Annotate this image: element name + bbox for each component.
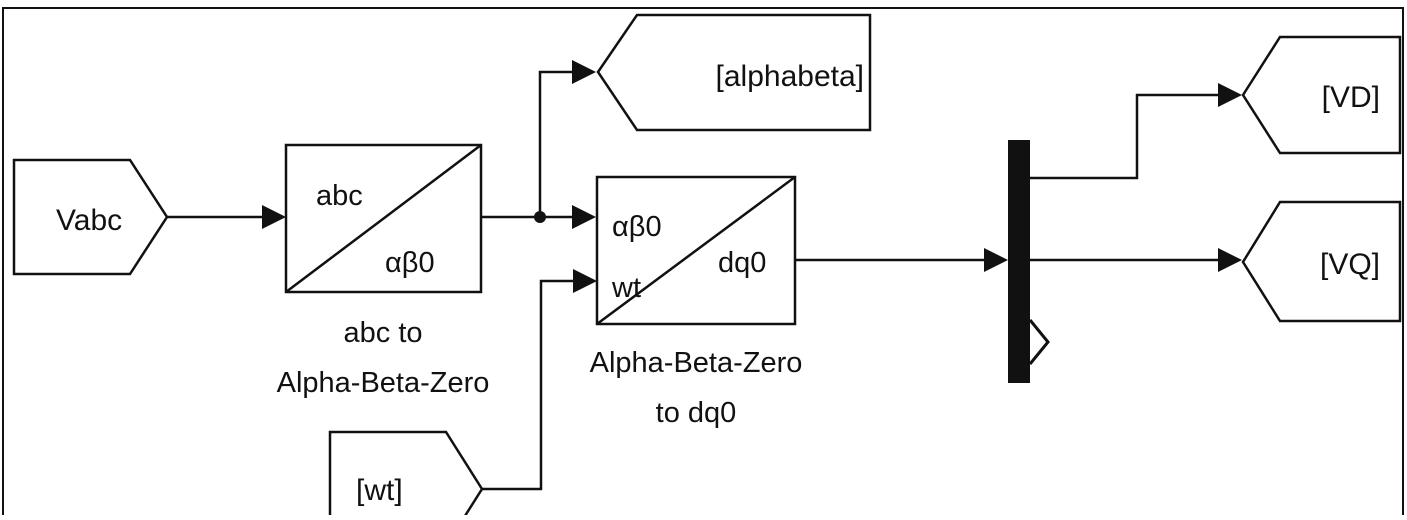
alphabeta-goto-label: [alphabeta]: [716, 60, 864, 93]
arrow-vq: [1218, 248, 1242, 272]
wt-from-block[interactable]: [wt]: [328, 430, 484, 520]
arrow-vd: [1218, 83, 1242, 107]
dq0-block-caption-line1: Alpha-Beta-Zero: [590, 347, 803, 379]
wire-vd: [1030, 93, 1218, 180]
abc-block-caption-line2: Alpha-Beta-Zero: [277, 367, 490, 399]
abc-to-alphabetazero-block[interactable]: abc αβ0: [284, 143, 483, 294]
alphabetazero-in-port-label: αβ0: [612, 211, 662, 243]
wire-alphabeta-branch: [538, 70, 572, 217]
vd-goto-block[interactable]: [VD]: [1241, 35, 1402, 155]
vq-goto-label: [VQ]: [1320, 248, 1380, 281]
wt-in-port-label: wt: [611, 272, 641, 304]
vq-goto-block[interactable]: [VQ]: [1241, 200, 1402, 323]
alphabeta-goto-block[interactable]: [alphabeta]: [596, 13, 872, 132]
vabc-label: Vabc: [56, 204, 122, 237]
wire-wt: [482, 279, 573, 491]
dq0-out-port-label: dq0: [718, 247, 766, 279]
arrow-wt: [573, 269, 597, 293]
abc-block-caption-line1: abc to: [344, 317, 423, 349]
dq0-block-caption-line2: to dq0: [656, 397, 737, 429]
arrow-alphabeta-goto: [572, 60, 596, 84]
alphabetazero-out-port-label: αβ0: [385, 247, 435, 279]
vd-goto-label: [VD]: [1322, 81, 1380, 114]
demux-block[interactable]: [1008, 140, 1050, 383]
abc-in-port-label: abc: [316, 180, 363, 212]
arrow-dq0: [984, 248, 1008, 272]
alphabetazero-to-dq0-block[interactable]: αβ0 wt dq0: [595, 175, 797, 326]
wt-from-label: [wt]: [356, 474, 403, 507]
arrow-vabc: [262, 205, 286, 229]
frame-border: [2, 7, 1404, 520]
arrow-alphabeta-in: [572, 205, 596, 229]
vabc-from-block[interactable]: Vabc: [12, 158, 169, 276]
